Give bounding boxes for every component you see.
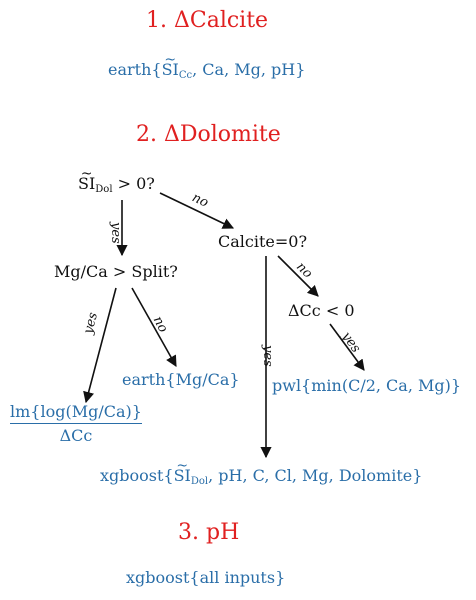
si-symbol: SI — [78, 167, 96, 192]
calcite-model-prefix: earth{ — [108, 60, 162, 79]
edge-dcc-yes — [329, 323, 365, 371]
lm-fraction: lm{log(Mg/Ca)} ΔCc — [10, 404, 142, 444]
si-symbol: SI — [162, 53, 180, 78]
model-lm: lm{log(Mg/Ca)} ΔCc — [10, 404, 142, 444]
edge-root-no — [159, 192, 235, 229]
node-calcite-zero: Calcite=0? — [218, 232, 308, 251]
edge-calc-no — [277, 255, 319, 297]
calcite-model: earth{SICc, Ca, Mg, pH} — [108, 53, 306, 81]
si-subscript: Dol — [190, 476, 209, 487]
lm-numerator: lm{log(Mg/Ca)} — [10, 404, 142, 424]
node-dcc-lt0: ΔCc < 0 — [288, 301, 355, 320]
model-xgboost-dolomite: xgboost{SIDol, pH, C, Cl, Mg, Dolomite} — [100, 459, 423, 487]
node-si-dol-test: SIDol > 0? — [78, 167, 155, 195]
section-title-calcite: 1. ΔCalcite — [146, 8, 269, 33]
model-pwl: pwl{min(C/2, Ca, Mg)} — [272, 376, 462, 395]
edge-label-root-yes: yes — [108, 222, 123, 244]
node-si-dol-rest: > 0? — [112, 174, 155, 193]
si-subscript: Cc — [178, 70, 193, 81]
si-subscript: Dol — [95, 184, 113, 195]
xgb-rest: , pH, C, Cl, Mg, Dolomite} — [208, 466, 423, 485]
section-title-dolomite: 2. ΔDolomite — [136, 122, 281, 147]
xgb-prefix: xgboost{ — [100, 466, 174, 485]
si-symbol: SI — [174, 459, 192, 484]
ph-model: xgboost{all inputs} — [126, 568, 286, 587]
calcite-model-rest: , Ca, Mg, pH} — [192, 60, 306, 79]
edge-split-yes — [83, 287, 117, 404]
node-mgca-split: Mg/Ca > Split? — [54, 262, 178, 281]
edge-label-calc-yes: yes — [260, 345, 275, 367]
section-title-ph: 3. pH — [178, 520, 240, 545]
edge-split-no — [131, 287, 177, 367]
lm-denominator: ΔCc — [59, 426, 93, 445]
model-earth-mgca: earth{Mg/Ca} — [122, 370, 240, 389]
